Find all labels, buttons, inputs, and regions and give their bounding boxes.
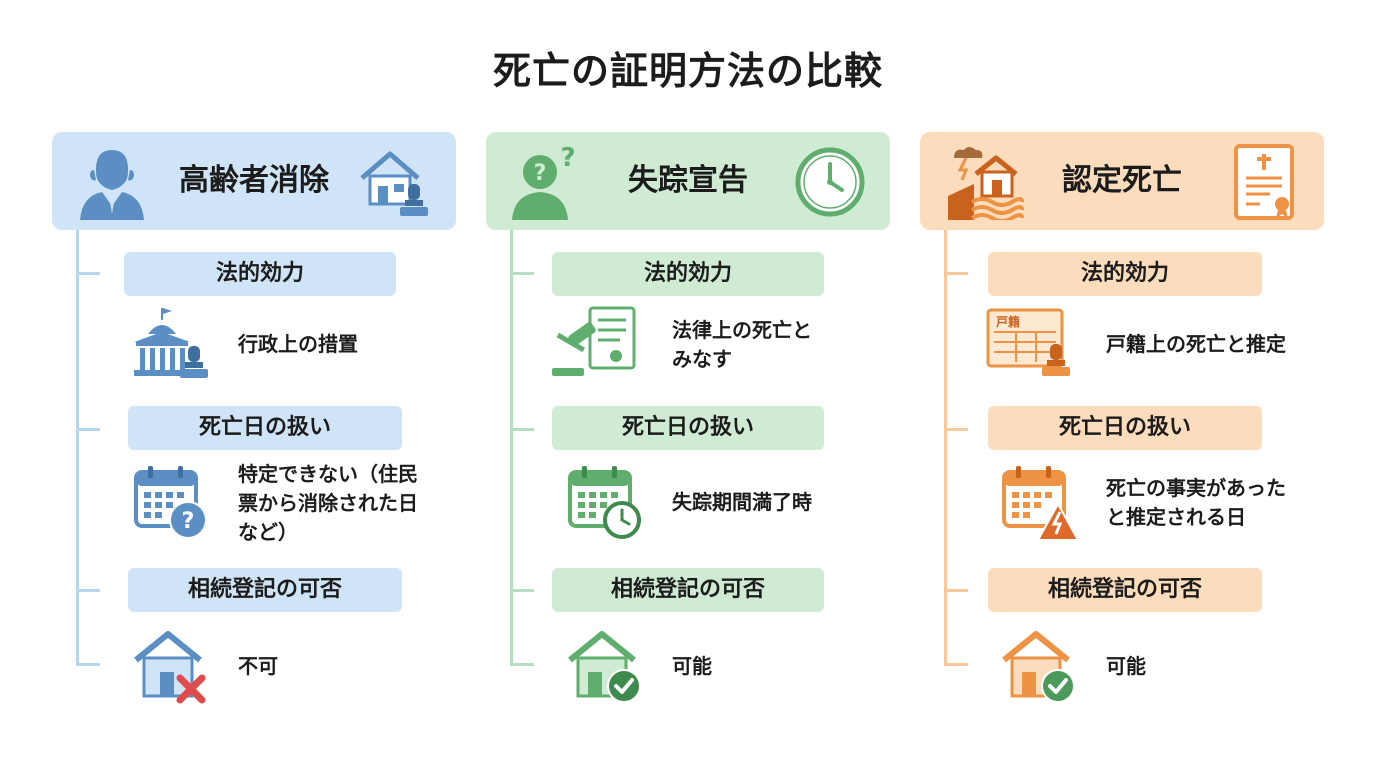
connector-branch (510, 428, 534, 431)
row-value-death-date: 失踪期間満了時 (672, 490, 812, 514)
gavel-document-icon (550, 306, 636, 382)
connector-branch (510, 589, 534, 592)
government-building-icon (132, 306, 208, 382)
row-value-death-date: 死亡の事実があった と推定される日 (1106, 476, 1286, 529)
column-title: 失踪宣告 (628, 163, 748, 198)
column-koureisha-shoujo: 高齢者消除 法的効力 (52, 132, 456, 732)
connector-branch (944, 272, 968, 275)
connector-trunk (76, 230, 79, 666)
row-value-legal-effect: 法律上の死亡と みなす (672, 318, 812, 371)
connector-branch (76, 663, 100, 666)
calendar-warning-icon (1000, 464, 1079, 541)
row-value-inheritance-registration: 可能 (672, 654, 712, 678)
row-label-inheritance-registration: 相続登記の可否 (128, 568, 402, 612)
connector-branch (76, 428, 100, 431)
svg-text:?: ? (534, 161, 547, 186)
column-title: 認定死亡 (1062, 163, 1182, 198)
house-check-icon (566, 628, 642, 704)
connector-branch (510, 663, 534, 666)
elderly-person-icon (76, 144, 148, 220)
row-label-inheritance-registration: 相続登記の可否 (988, 568, 1262, 612)
missing-person-icon: ? ? (510, 144, 582, 220)
column-shissou-senkoku: ? ? 失踪宣告 法的効力 法律上の死亡と みなす (486, 132, 890, 732)
column-header: 認定死亡 (920, 132, 1324, 230)
row-label-inheritance-registration: 相続登記の可否 (552, 568, 824, 612)
row-value-inheritance-registration: 不可 (238, 654, 278, 678)
connector-branch (944, 428, 968, 431)
family-register-stamp-icon: 戸籍 (986, 306, 1070, 382)
connector-branch (944, 589, 968, 592)
column-nintei-shibou: 認定死亡 法的効力 戸籍 戸籍上の死亡と推定 死亡日の扱い (920, 132, 1324, 732)
svg-text:?: ? (560, 144, 575, 173)
disaster-house-icon (944, 144, 1024, 220)
connector-trunk (510, 230, 513, 666)
row-label-legal-effect: 法的効力 (552, 252, 824, 296)
column-header: ? ? 失踪宣告 (486, 132, 890, 230)
calendar-question-icon: ? (132, 464, 208, 540)
row-value-legal-effect: 行政上の措置 (238, 332, 358, 356)
row-value-death-date: 特定できない（住民 票から消除された日 など） (238, 462, 418, 544)
row-label-legal-effect: 法的効力 (124, 252, 396, 296)
calendar-clock-icon (566, 464, 642, 540)
house-check-icon (1000, 628, 1076, 704)
row-value-inheritance-registration: 可能 (1106, 654, 1146, 678)
row-value-legal-effect: 戸籍上の死亡と推定 (1106, 332, 1286, 356)
connector-branch (510, 272, 534, 275)
column-header: 高齢者消除 (52, 132, 456, 230)
clock-icon (792, 144, 868, 220)
row-label-legal-effect: 法的効力 (988, 252, 1262, 296)
row-label-death-date: 死亡日の扱い (552, 406, 824, 450)
row-label-death-date: 死亡日の扱い (128, 406, 402, 450)
svg-text:?: ? (182, 509, 195, 534)
connector-branch (76, 589, 100, 592)
row-label-death-date: 死亡日の扱い (988, 406, 1262, 450)
death-certificate-icon (1226, 144, 1302, 220)
page-title: 死亡の証明方法の比較 (492, 49, 883, 93)
column-title: 高齢者消除 (179, 163, 329, 198)
house-cross-icon (132, 628, 208, 704)
connector-trunk (944, 230, 947, 666)
connector-branch (944, 663, 968, 666)
house-stamp-icon (358, 144, 434, 220)
family-register-icon-label: 戸籍 (996, 314, 1020, 329)
connector-branch (76, 272, 100, 275)
